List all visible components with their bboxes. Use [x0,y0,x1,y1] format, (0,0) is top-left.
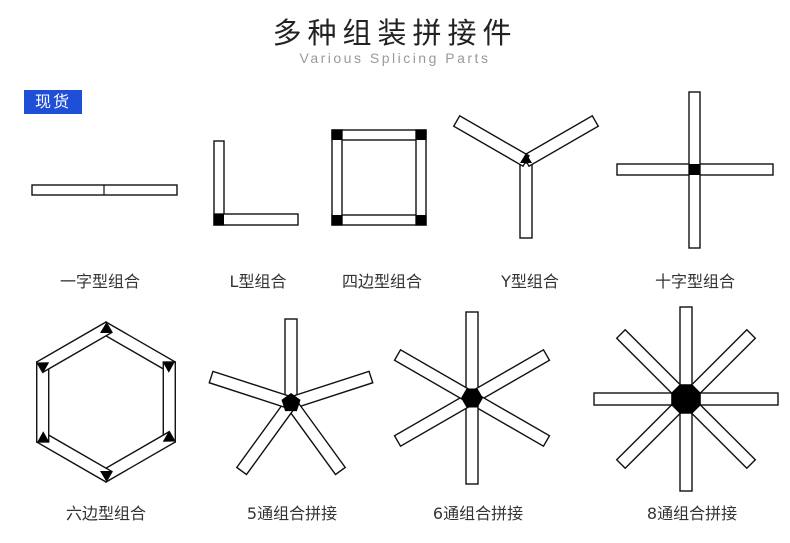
six-way-combo-label: 6通组合拼接 [432,504,524,523]
y-combo-label: Y型组合 [501,272,559,291]
five-way-combo-figure [208,318,374,476]
five-way-combo-label: 5通组合拼接 [246,504,338,523]
page-title: 多种组装拼接件 [272,16,518,50]
square-combo-figure [331,129,427,226]
y-combo-figure [452,114,600,239]
hexagon-combo-label: 六边型组合 [65,504,147,523]
hexagon-combo-figure [35,321,177,483]
cross-combo-figure [616,91,774,249]
eight-way-combo-figure [593,306,779,492]
in-stock-badge: 现货 [24,90,82,114]
square-combo-label: 四边型组合 [341,272,423,291]
six-way-combo-figure [393,311,551,485]
page-subtitle: Various Splicing Parts [299,50,491,66]
l-combo-figure [213,140,299,226]
eight-way-combo-label: 8通组合拼接 [646,504,738,523]
cross-combo-label: 十字型组合 [654,272,736,291]
l-combo-label: L型组合 [229,272,287,291]
straight-combo-figure [31,184,178,196]
straight-combo-label: 一字型组合 [59,272,141,291]
